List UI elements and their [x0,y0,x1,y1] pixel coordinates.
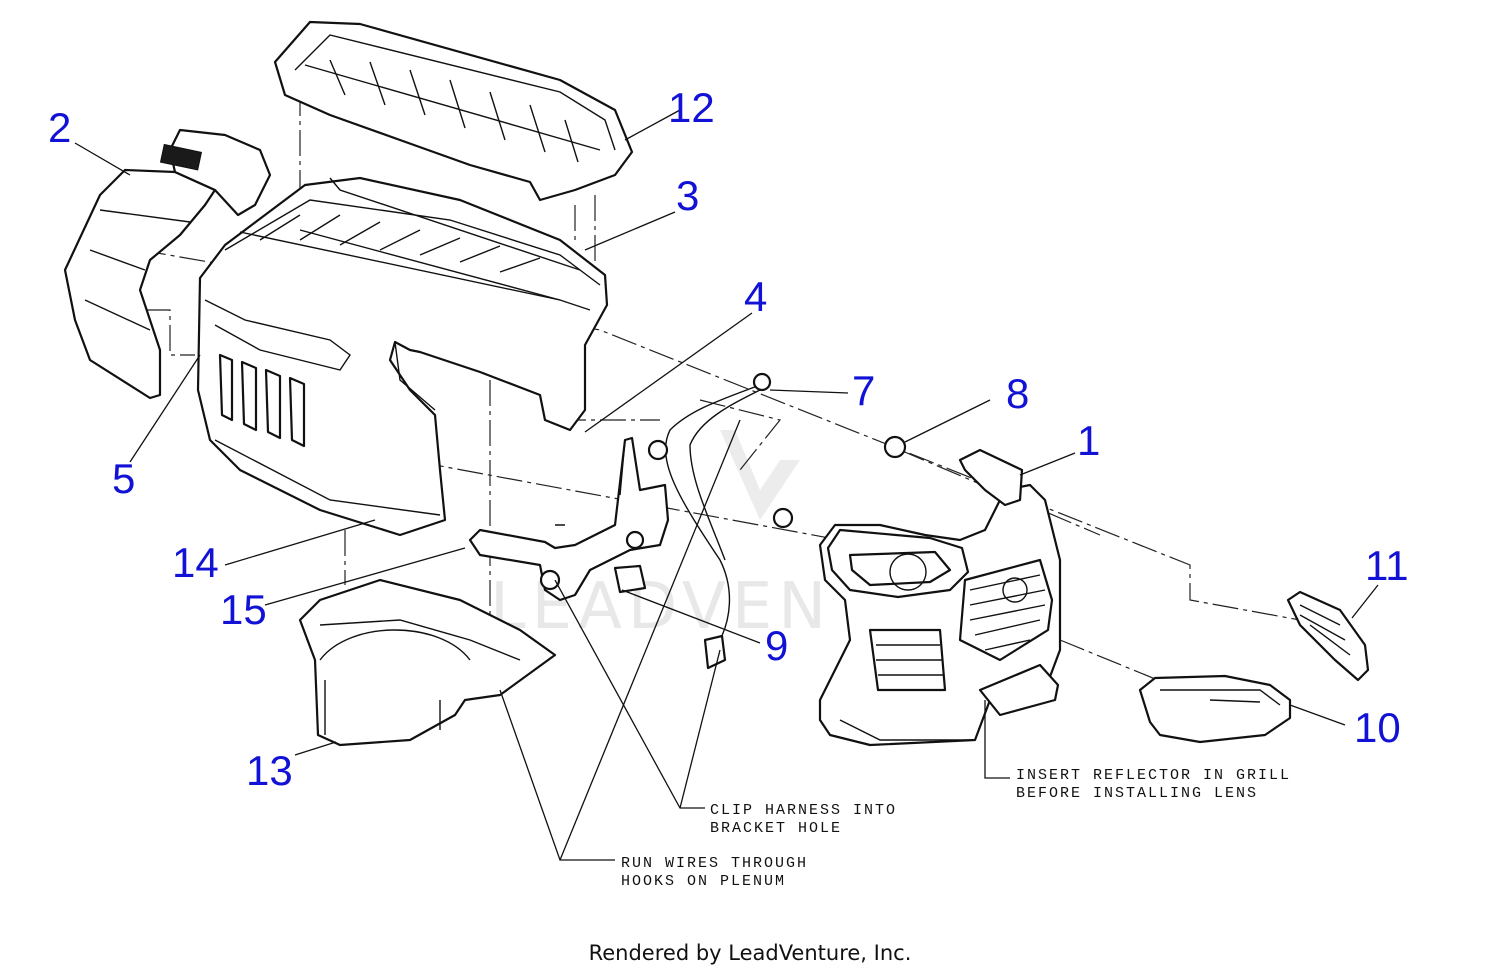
watermark-logo-icon [720,430,800,520]
part-15-bracket [468,436,670,602]
harness-connector-icon [752,372,772,392]
part-1-front-grill [818,448,1062,747]
callout-3: 3 [676,172,699,219]
bulb-socket-icon [613,564,647,594]
callout-10: 10 [1354,704,1401,751]
callout-7: 7 [852,367,875,414]
side-panel-vent-icon [159,143,203,171]
callout-13: 13 [246,747,293,794]
callout-15: 15 [220,586,267,633]
callout-9: 9 [765,622,788,669]
callout-8: 8 [1006,370,1029,417]
part-8-plug-icon [883,435,907,459]
part-13-plenum [298,578,557,747]
callout-numbers: 2 12 3 4 7 8 1 5 14 11 15 9 10 13 [48,84,1409,794]
note-reflector-line-1: INSERT REFLECTOR IN GRILL [1016,767,1291,784]
plug-icon [772,507,794,529]
part-11-reflector [1286,590,1370,682]
callout-14: 14 [172,539,219,586]
callout-1: 1 [1077,417,1100,464]
part-12-top-grille [273,20,634,202]
footer-credit: Rendered by LeadVenture, Inc. [589,941,912,965]
light-socket-icon [647,439,669,461]
callout-4: 4 [744,273,767,320]
note-clip-line-2: BRACKET HOLE [710,820,842,837]
note-wires-line-1: RUN WIRES THROUGH [621,855,808,872]
wiring-harness [613,372,907,670]
part-5-hood [196,176,609,537]
callout-leaders [74,109,1379,861]
note-clip-line-1: CLIP HARNESS INTO [710,802,897,819]
part-10-headlight-lens [1138,674,1292,744]
assembly-notes: INSERT REFLECTOR IN GRILL BEFORE INSTALL… [621,767,1291,890]
callout-5: 5 [112,455,135,502]
part-3-hood-insert [299,177,581,301]
note-wires-line-2: HOOKS ON PLENUM [621,873,786,890]
callout-12: 12 [668,84,715,131]
callout-2: 2 [48,104,71,151]
note-reflector-line-2: BEFORE INSTALLING LENS [1016,785,1258,802]
callout-11: 11 [1365,542,1409,589]
part-2-side-panel [63,128,272,400]
